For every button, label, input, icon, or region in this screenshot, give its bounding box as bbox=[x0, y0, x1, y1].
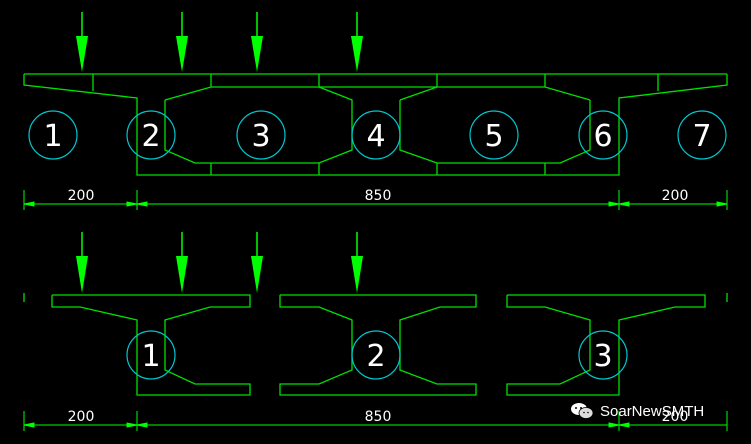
bottom-section-outline bbox=[23, 293, 728, 396]
load-arrow bbox=[351, 12, 363, 72]
watermark: SoarNewSMTH bbox=[570, 402, 704, 420]
wechat-icon bbox=[571, 403, 594, 419]
svg-text:4: 4 bbox=[366, 119, 385, 154]
svg-text:1: 1 bbox=[141, 339, 160, 374]
dimension-text: 200 bbox=[68, 188, 95, 204]
load-arrow bbox=[76, 12, 88, 72]
dimension-text: 200 bbox=[68, 409, 95, 425]
dimension-text: 850 bbox=[365, 409, 392, 425]
top-dimension-line bbox=[23, 190, 728, 210]
svg-text:3: 3 bbox=[593, 339, 612, 374]
svg-text:3: 3 bbox=[251, 119, 270, 154]
svg-text:5: 5 bbox=[484, 119, 503, 154]
svg-text:2: 2 bbox=[366, 339, 385, 374]
girder-label-circle: 3 bbox=[236, 110, 286, 160]
girder-label-circle: 4 bbox=[351, 110, 401, 160]
bottom-dimension-line bbox=[23, 411, 728, 431]
load-arrow bbox=[351, 232, 363, 293]
load-arrow bbox=[251, 12, 263, 72]
load-arrow bbox=[176, 232, 188, 293]
bottom-load-arrows bbox=[76, 232, 363, 293]
dimension-text: 850 bbox=[365, 188, 392, 204]
girder-label-circle: 1 bbox=[126, 330, 176, 380]
top-load-arrows bbox=[76, 12, 363, 72]
bottom-girder-labels: 1 2 3 bbox=[126, 330, 628, 380]
load-arrow bbox=[76, 232, 88, 293]
girder-label-circle: 1 bbox=[28, 110, 78, 160]
watermark-text: SoarNewSMTH bbox=[600, 402, 705, 420]
dimension-text: 200 bbox=[662, 409, 689, 425]
svg-text:7: 7 bbox=[692, 119, 711, 154]
dimension-text: 200 bbox=[662, 188, 689, 204]
load-arrow bbox=[176, 12, 188, 72]
svg-text:1: 1 bbox=[43, 119, 62, 154]
girder-label-circle: 6 bbox=[578, 110, 628, 160]
girder-label-circle: 2 bbox=[126, 110, 176, 160]
svg-text:2: 2 bbox=[141, 119, 160, 154]
svg-text:6: 6 bbox=[593, 119, 612, 154]
girder-label-circle: 2 bbox=[351, 330, 401, 380]
girder-label-circle: 5 bbox=[469, 110, 519, 160]
load-arrow bbox=[251, 232, 263, 293]
top-section-outline bbox=[23, 73, 728, 176]
girder-label-circle: 7 bbox=[677, 110, 727, 160]
girder-label-circle: 3 bbox=[578, 330, 628, 380]
top-girder-labels: 1 2 3 4 5 6 7 bbox=[28, 110, 727, 160]
